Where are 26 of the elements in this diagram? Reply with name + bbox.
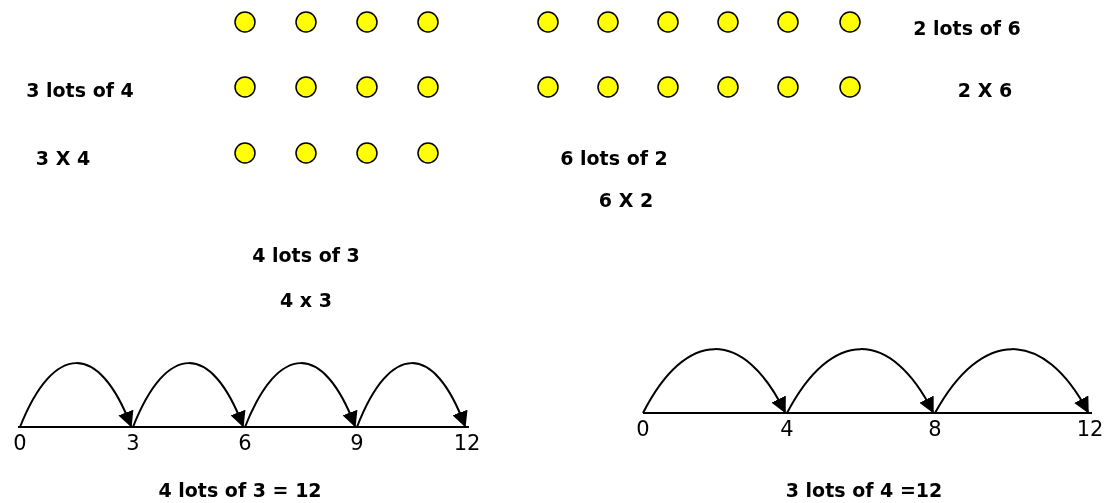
jump-arrow	[132, 362, 245, 428]
multiplication-text: 6 X 2	[598, 189, 654, 211]
number-label: 0	[636, 417, 650, 441]
multiplication-text: 4 lots of 3	[252, 244, 360, 266]
multiplication-text: 4 lots of 3 = 12	[158, 479, 322, 501]
multiplication-text: 6 lots of 2	[560, 147, 668, 169]
number-label: 9	[350, 431, 364, 455]
number-label: 12	[1076, 417, 1104, 441]
number-label: 6	[238, 431, 252, 455]
jump-arrow	[642, 348, 786, 414]
number-label: 4	[780, 417, 794, 441]
jump-arrow	[934, 348, 1089, 414]
jump-arrow	[244, 362, 357, 428]
multiplication-text: 3 lots of 4	[26, 79, 134, 101]
number-label: 12	[453, 431, 481, 455]
multiplication-text: 3 lots of 4 =12	[785, 479, 943, 501]
jump-arrow	[356, 362, 467, 428]
number-label: 3	[126, 431, 140, 455]
multiplication-text: 3 X 4	[35, 147, 91, 169]
multiplication-text: 2 lots of 6	[913, 17, 1021, 39]
number-label: 0	[13, 431, 27, 455]
jump-arrow	[19, 362, 133, 428]
multiplication-text: 2 X 6	[957, 79, 1013, 101]
multiplication-text: 4 x 3	[280, 289, 332, 311]
number-label: 8	[928, 417, 942, 441]
jump-arrow	[786, 348, 934, 414]
